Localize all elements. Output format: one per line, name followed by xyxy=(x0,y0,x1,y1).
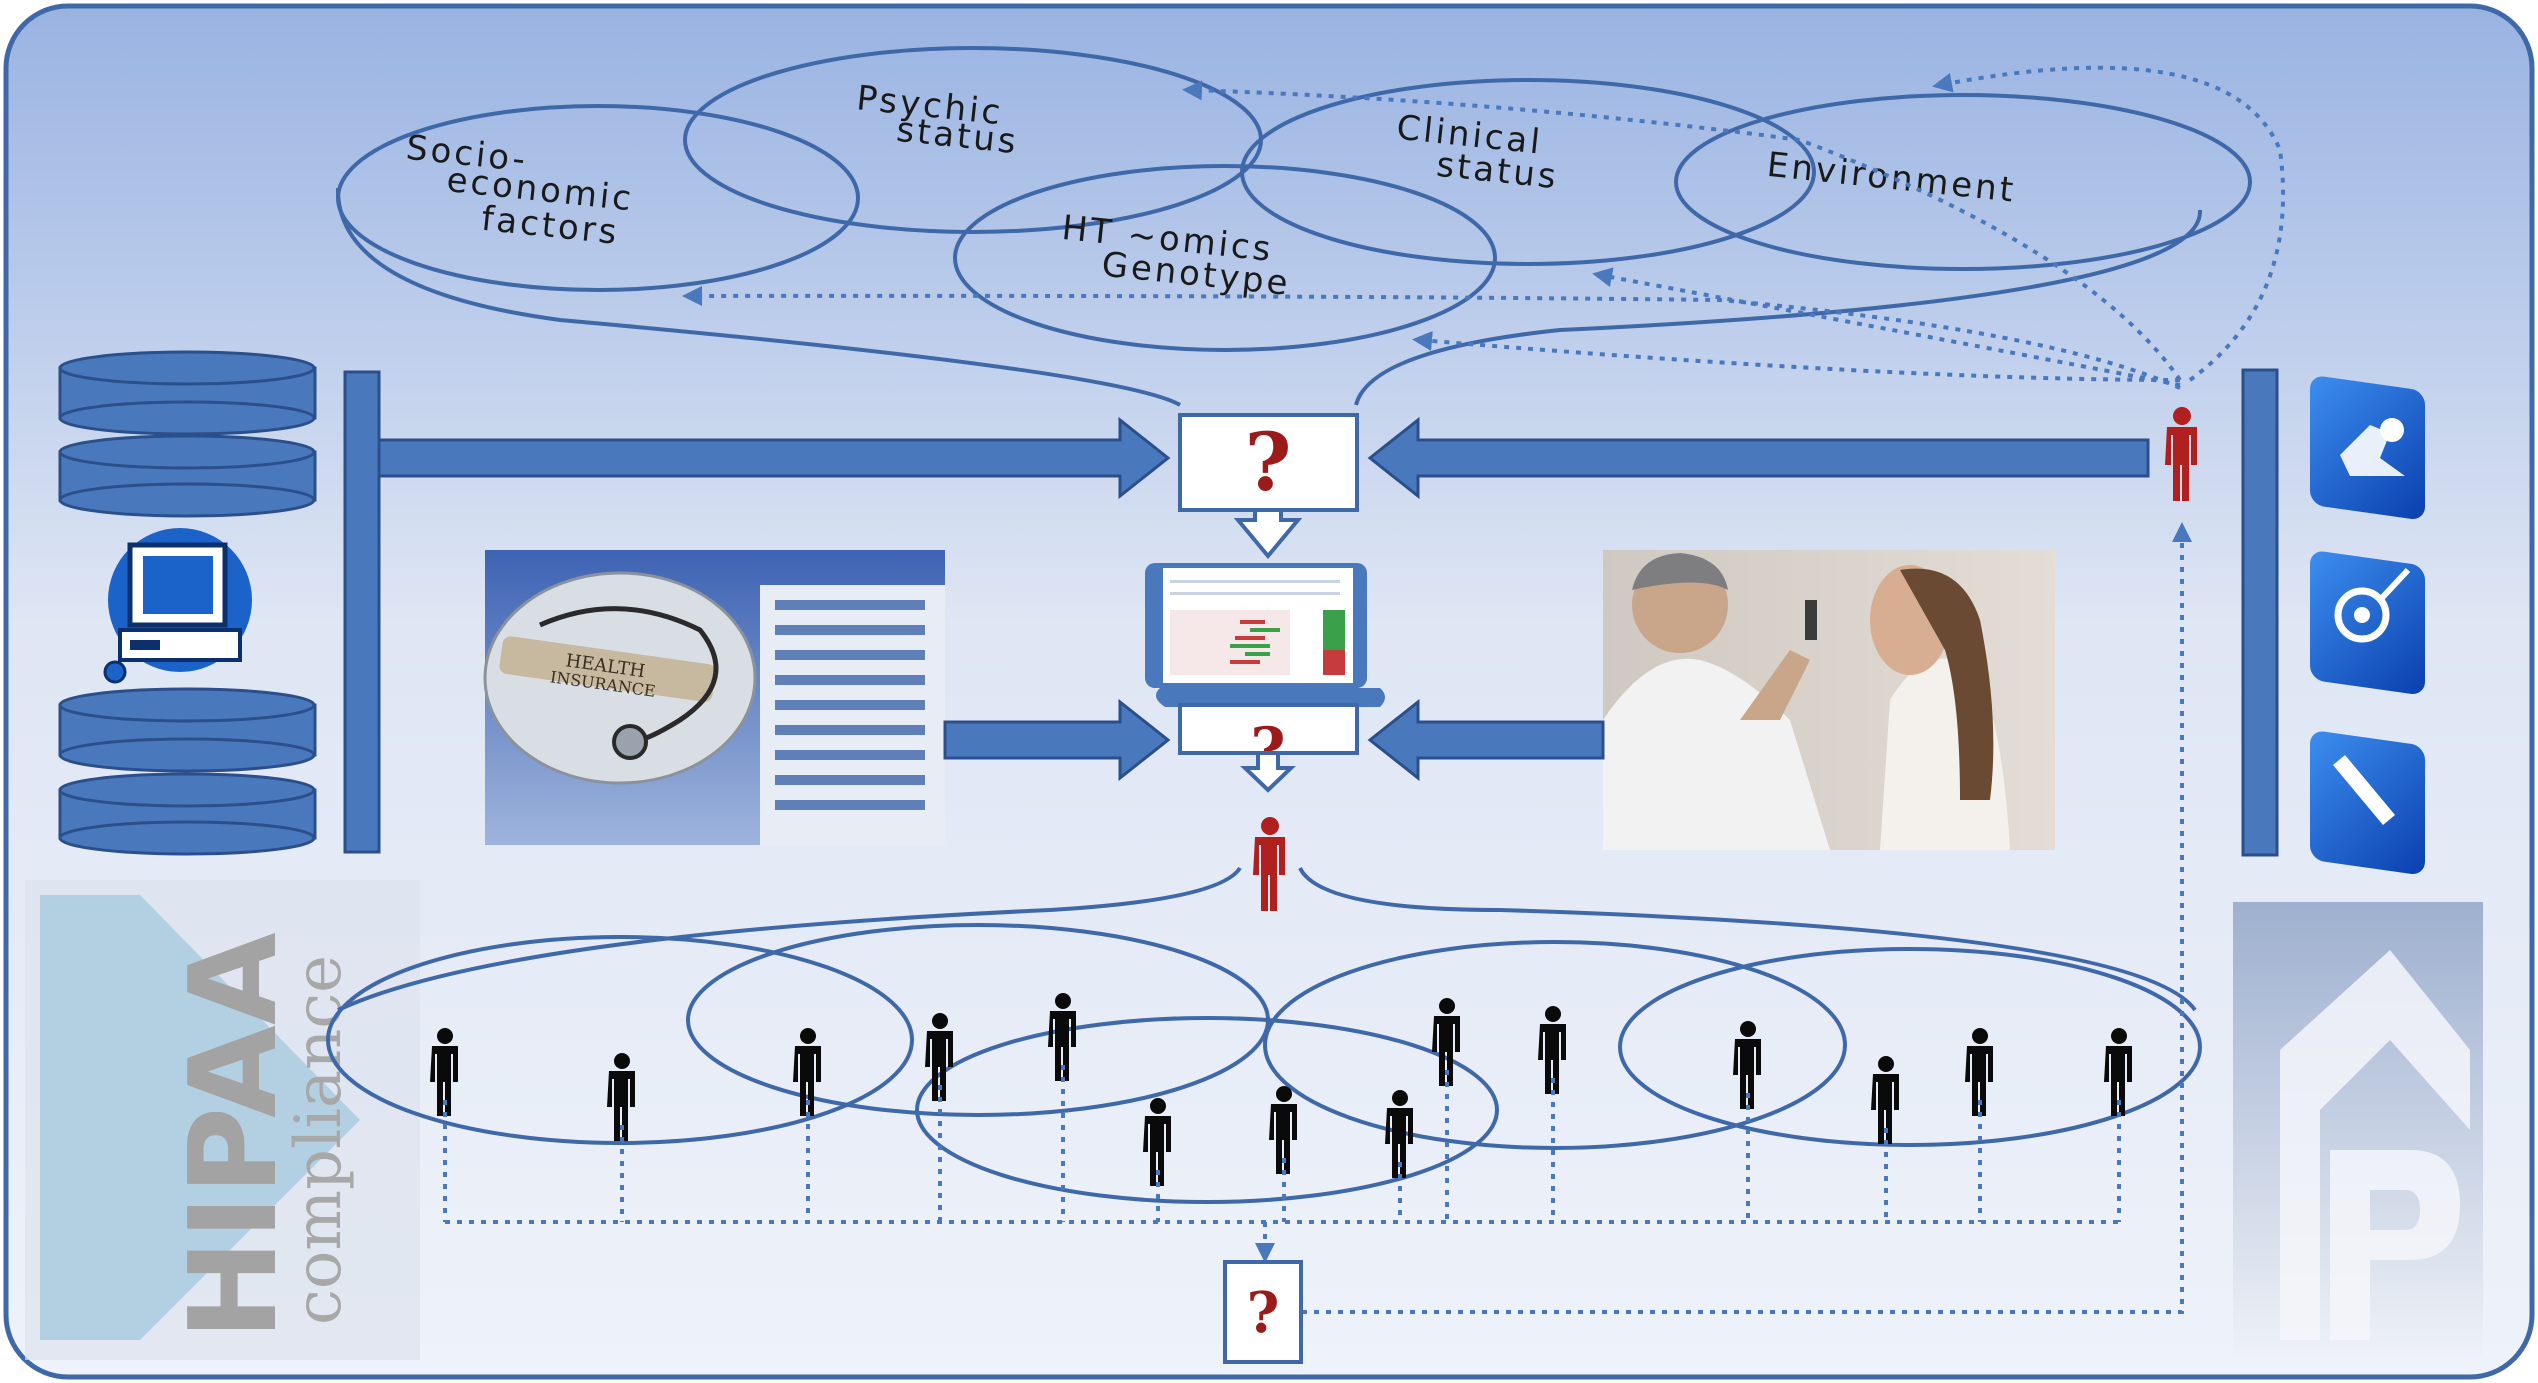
microscope-icon xyxy=(2310,376,2425,519)
left-main-arrow xyxy=(377,416,1171,500)
doctor-patient-photo xyxy=(1603,550,2055,850)
population-ellipse-5 xyxy=(1618,947,2202,1147)
ellipse-omics xyxy=(953,164,1497,352)
bottom-question-box: ? xyxy=(1223,1260,1303,1364)
population-ellipses xyxy=(326,866,2202,1204)
compliance-text: compliance xyxy=(282,955,356,1325)
database-disk-1 xyxy=(58,350,317,436)
question-mark-top: ? xyxy=(1245,415,1292,509)
population-dotted-collection xyxy=(443,522,2192,1314)
fda-logo-badge xyxy=(2233,902,2483,1357)
test-tube-icon xyxy=(2310,731,2425,874)
database-disk-2 xyxy=(58,434,317,518)
hipaa-text: HIPAA xyxy=(165,932,304,1340)
left-collector-bar xyxy=(343,370,381,854)
dashboard-laptop xyxy=(1145,563,1385,707)
question-mark-bottom: ? xyxy=(1247,1280,1280,1346)
insurance-arrow xyxy=(943,698,1171,782)
computer-icon xyxy=(103,528,252,684)
ellipse-clinical xyxy=(1240,78,1816,266)
population-ellipse-1 xyxy=(326,935,914,1145)
left-data-sources xyxy=(58,350,381,856)
database-disk-3 xyxy=(58,687,317,773)
population-ellipse-4 xyxy=(1263,940,1847,1150)
feedback-dotted-arrows-top xyxy=(682,65,2286,390)
right-collector-bar xyxy=(2241,368,2279,857)
health-insurance-image: HEALTH INSURANCE xyxy=(483,550,945,845)
middle-question-box: ? xyxy=(1178,703,1359,793)
hipaa-compliance-badge: HIPAA compliance xyxy=(25,880,420,1360)
factor-ellipses-top xyxy=(335,46,2252,407)
stethoscope-icon xyxy=(2310,551,2425,694)
database-disk-4 xyxy=(58,772,317,856)
population-ellipse-3 xyxy=(915,1016,1499,1204)
central-question-box: ? xyxy=(1178,413,1359,560)
dashboard-chart xyxy=(1170,580,1345,675)
clinical-arrow xyxy=(1367,698,1605,782)
ellipse-environment xyxy=(1674,93,2252,271)
right-main-arrow xyxy=(1367,416,2150,500)
ellipse-socio xyxy=(336,104,860,292)
